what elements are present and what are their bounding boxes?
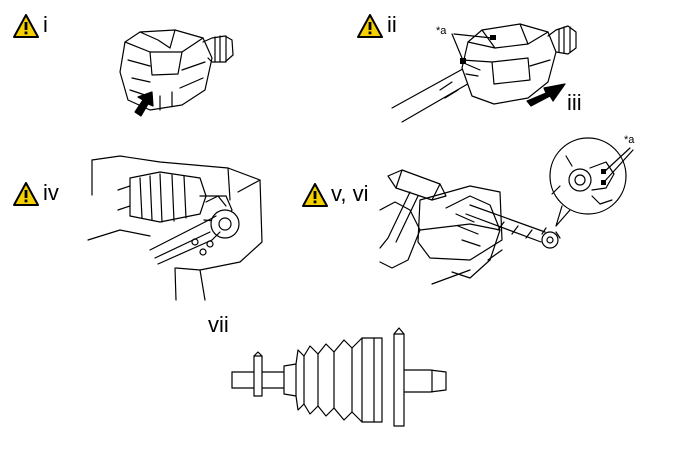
step-label-vii: vii [208,312,229,337]
panel-vii-small-clamp [253,351,263,397]
panel-iv-vise [87,155,263,301]
warning-triangle-icon [357,14,383,38]
panel-vii-boot [283,337,383,423]
step-label-i: i [43,12,48,37]
panel-ii-joint [461,23,577,105]
panel-v-vi-vise [417,185,503,285]
step-label-iii: iii [567,90,582,115]
panel-iii-pull-arrow [526,83,566,107]
callout-mark-a-right: *a [624,134,635,146]
warning-triangle-icon [13,14,39,38]
callout-mark-a-top: *a [436,25,447,37]
panel-v-vi-shaft [465,204,546,243]
panel-v-vi-spider [541,227,561,249]
panel-ii-shaft [391,64,479,123]
panel-i-joint [119,29,234,111]
warning-triangle-icon [13,182,39,206]
panel-v-vi-detail-bubble [549,137,634,227]
step-label-ii: ii [387,12,397,37]
step-label-v-vi: v, vi [331,181,369,206]
panel-iv-pliers [149,215,221,265]
panel-ii-callout-lines [451,33,496,64]
panel-iv-joint-end [205,195,240,239]
warning-triangle-icon [302,183,328,207]
panel-i-push-arrow [134,91,154,117]
panel-vii-large-clamp [393,327,405,427]
panel-v-vi-hammer [379,169,447,249]
step-label-iv: iv [43,180,59,205]
